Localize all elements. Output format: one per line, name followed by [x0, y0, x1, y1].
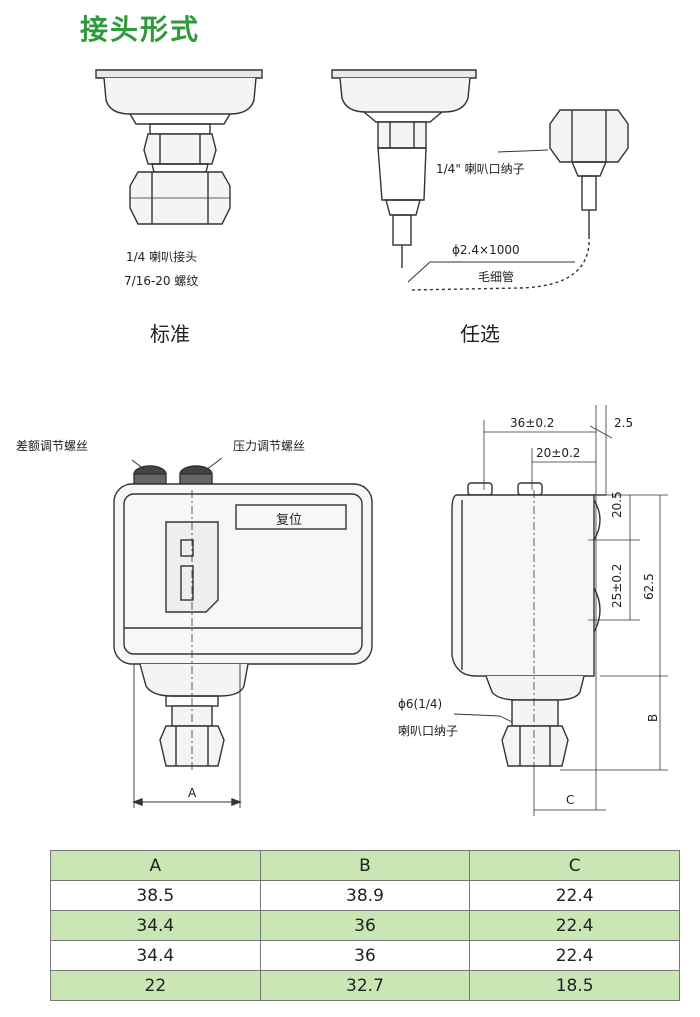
- dim-2-5-label: 2.5: [614, 416, 634, 430]
- header-b: B: [259, 850, 471, 881]
- optional-caption: 任选: [460, 322, 500, 346]
- cell-c: 22.4: [469, 940, 680, 971]
- standard-fitting-label-2: 7/16-20 螺纹: [124, 274, 199, 288]
- page-title: 接头形式: [80, 13, 201, 46]
- reset-label: 复位: [276, 513, 303, 528]
- cell-b: 38.9: [259, 880, 471, 911]
- capillary-spec: ϕ2.4×1000: [452, 243, 520, 257]
- pressure-screw-label: 压力调节螺丝: [233, 439, 306, 453]
- capillary-label: 毛细管: [478, 270, 515, 284]
- cell-a: 22: [50, 970, 261, 1001]
- cell-c: 18.5: [469, 970, 680, 1001]
- optional-nut-label: 1/4" 喇叭口纳子: [436, 162, 525, 176]
- standard-fitting-drawing: [95, 69, 263, 225]
- diff-screw-label: 差额调节螺丝: [16, 439, 89, 453]
- cell-b: 36: [259, 910, 471, 941]
- nut-label: 喇叭口纳子: [398, 724, 459, 738]
- dim-c-label: C: [566, 793, 575, 807]
- cell-c: 22.4: [469, 910, 680, 941]
- table-header-row: A B C: [50, 850, 680, 881]
- cell-a: 34.4: [50, 910, 261, 941]
- table-row: 22 32.7 18.5: [50, 970, 680, 1001]
- header-c: C: [469, 850, 680, 881]
- front-view-drawing: [113, 457, 373, 808]
- table-row: 34.4 36 22.4: [50, 940, 680, 971]
- cell-b: 36: [259, 940, 471, 971]
- dim-20-5-label: 20.5: [610, 491, 624, 518]
- dim-20-label: 20±0.2: [536, 446, 581, 460]
- optional-fitting-drawing: [331, 69, 629, 291]
- dim-a-label: A: [188, 786, 197, 800]
- dimension-table: A B C 38.5 38.9 22.4 34.4 36 22.4 34.4 3…: [50, 850, 680, 1001]
- standard-caption: 标准: [150, 322, 190, 346]
- cell-b: 32.7: [259, 970, 471, 1001]
- cell-a: 38.5: [50, 880, 261, 911]
- table-row: 34.4 36 22.4: [50, 910, 680, 941]
- standard-fitting-label-1: 1/4 喇叭接头: [126, 250, 198, 264]
- cell-a: 34.4: [50, 940, 261, 971]
- nut-size-label: ϕ6(1/4): [398, 697, 443, 711]
- cell-c: 22.4: [469, 880, 680, 911]
- technical-drawing: [95, 69, 668, 816]
- dim-36-label: 36±0.2: [510, 416, 555, 430]
- dim-62-5-label: 62.5: [642, 573, 656, 600]
- side-view-drawing: [451, 405, 668, 816]
- dim-25-label: 25±0.2: [610, 563, 624, 608]
- table-row: 38.5 38.9 22.4: [50, 880, 680, 911]
- dim-b-label: B: [646, 713, 660, 722]
- header-a: A: [50, 850, 261, 881]
